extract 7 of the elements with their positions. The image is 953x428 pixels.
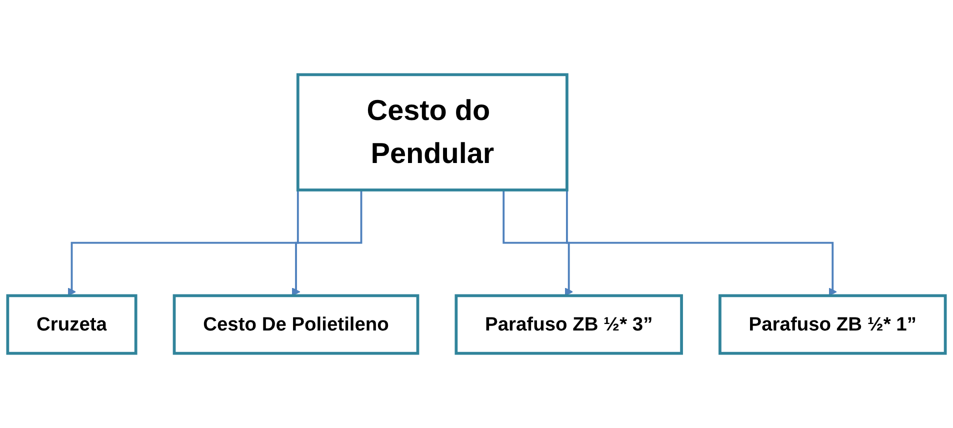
node-box: Cruzeta [6,294,138,355]
node-box: Cesto De Polietileno [172,294,420,355]
node-box: Cesto do Pendular [296,73,568,192]
node-box: Parafuso ZB ½* 1” [718,294,947,355]
arrow [502,190,574,296]
arrow [292,190,362,296]
node-box: Parafuso ZB ½* 3” [454,294,683,355]
